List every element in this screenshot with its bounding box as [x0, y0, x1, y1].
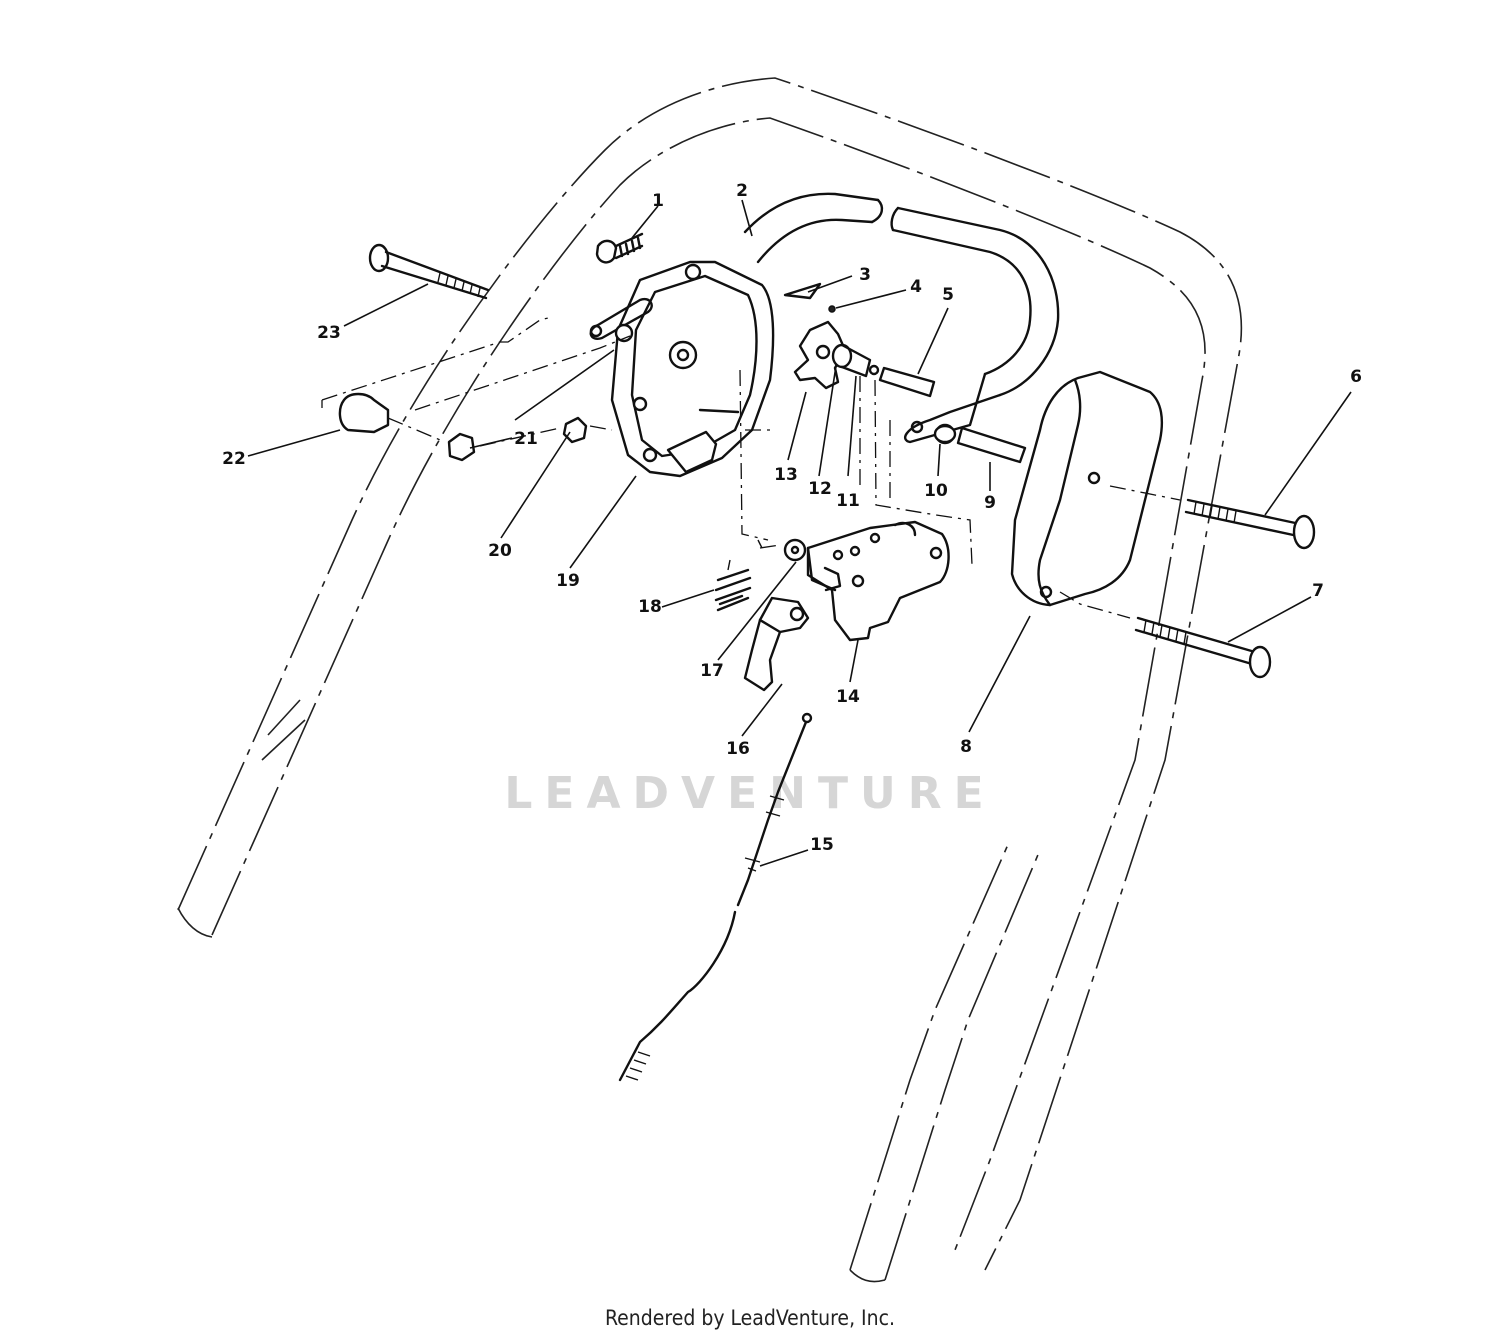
callout-15: 15: [810, 835, 834, 855]
clip-part-3: [783, 282, 822, 300]
left-housing-part-19: [589, 260, 775, 478]
bail-handle-part-2: [743, 192, 1060, 445]
cap-part-22: [338, 392, 390, 434]
callout-16: 16: [726, 739, 750, 759]
callout-4: 4: [910, 277, 922, 297]
footer-credit: Rendered by LeadVenture, Inc.: [605, 1306, 895, 1330]
callout-1: 1: [652, 191, 664, 211]
callout-7: 7: [1312, 581, 1324, 601]
callout-8: 8: [960, 737, 972, 757]
pin-part-9: [956, 426, 1027, 464]
callout-23: 23: [317, 323, 341, 343]
callout-14: 14: [836, 687, 860, 707]
bracket-part-14: [806, 520, 950, 642]
spring-part-18: [714, 539, 763, 612]
callout-6: 6: [1350, 367, 1362, 387]
nut-part-20: [562, 416, 588, 444]
spacer-part-10: [933, 424, 957, 444]
callout-17: 17: [700, 661, 724, 681]
pin-part-11: [868, 364, 880, 376]
callout-2: 2: [736, 181, 748, 201]
leader-lines: [247, 199, 1352, 867]
callout-18: 18: [638, 597, 662, 617]
callout-21: 21: [514, 429, 538, 449]
callout-20: 20: [488, 541, 512, 561]
callout-22: 22: [222, 449, 246, 469]
callout-3: 3: [859, 265, 871, 285]
cable-part-15: [618, 712, 813, 1082]
trigger-part-16: [743, 596, 810, 692]
screw-part-1: [595, 232, 644, 264]
callout-11: 11: [836, 491, 860, 511]
callout-10: 10: [924, 481, 948, 501]
callout-9: 9: [984, 493, 996, 513]
washer-part-4: [828, 305, 836, 313]
right-housing-part-8: [1010, 370, 1164, 607]
handle-frame-outline: [177, 77, 1243, 1283]
pin-part-5: [878, 366, 936, 398]
callout-5: 5: [942, 285, 954, 305]
callout-labels: 1 2 3 4 5 6 7 8 9 10 11 12 13 14 15 16 1…: [222, 181, 1362, 855]
washer-part-17: [783, 538, 807, 562]
callout-19: 19: [556, 571, 580, 591]
bolt-part-23: [368, 243, 490, 300]
nut-part-21: [447, 432, 476, 462]
bolt-part-6: [1184, 498, 1316, 550]
watermark-text: LEADVENTURE: [504, 768, 995, 819]
cam-part-13: [793, 320, 847, 390]
callout-12: 12: [808, 479, 832, 499]
bolt-part-7: [1134, 616, 1272, 679]
bushing-part-12: [831, 343, 872, 378]
callout-13: 13: [774, 465, 798, 485]
